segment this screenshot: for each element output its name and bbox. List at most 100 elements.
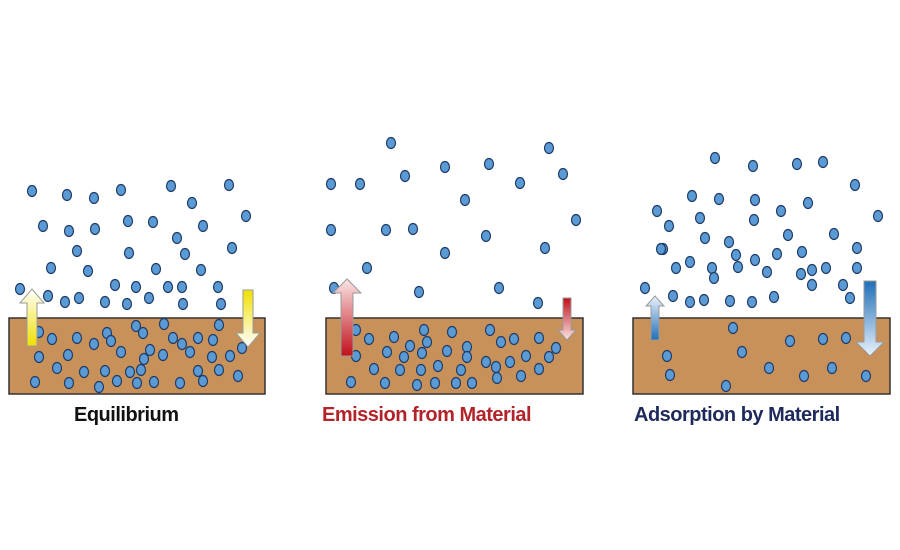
molecule <box>115 345 127 359</box>
molecule <box>174 376 186 390</box>
molecule <box>851 261 863 275</box>
molecule <box>820 261 832 275</box>
molecule <box>45 261 57 275</box>
molecules <box>639 151 884 393</box>
molecule <box>699 231 711 245</box>
molecule <box>439 246 451 260</box>
molecule <box>42 289 54 303</box>
molecule <box>796 245 808 259</box>
molecule <box>379 376 391 390</box>
molecule <box>73 291 85 305</box>
molecule <box>490 360 502 374</box>
molecule <box>368 362 380 376</box>
molecule <box>746 295 758 309</box>
molecule <box>215 297 227 311</box>
molecule <box>817 332 829 346</box>
molecule <box>381 345 393 359</box>
molecule <box>484 323 496 337</box>
panel-equilibrium <box>8 178 266 395</box>
molecule <box>791 157 803 171</box>
molecule <box>747 159 759 173</box>
molecule <box>363 332 375 346</box>
molecule <box>99 364 111 378</box>
molecule <box>88 191 100 205</box>
molecule <box>749 253 761 267</box>
molecule <box>826 361 838 375</box>
molecule <box>557 167 569 181</box>
molecule <box>694 211 706 225</box>
molecule <box>504 355 516 369</box>
molecule <box>802 196 814 210</box>
molecule <box>723 235 735 249</box>
molecule <box>514 176 526 190</box>
molecule <box>667 289 679 303</box>
molecule <box>664 368 676 382</box>
molecule <box>82 264 94 278</box>
molecule <box>508 332 520 346</box>
adsorption-arrow-down <box>854 280 886 357</box>
adsorption-arrow-down <box>234 289 262 348</box>
molecule <box>798 369 810 383</box>
molecule <box>325 177 337 191</box>
molecule <box>89 222 101 236</box>
molecule <box>413 285 425 299</box>
molecule <box>415 363 427 377</box>
molecule <box>493 281 505 295</box>
molecule <box>515 369 527 383</box>
molecule <box>131 376 143 390</box>
molecule <box>709 151 721 165</box>
molecule <box>655 242 667 256</box>
molecule <box>844 291 856 305</box>
molecule <box>663 219 675 233</box>
molecule <box>483 157 495 171</box>
caption-adsorption: Adsorption by Material <box>634 404 840 426</box>
molecule <box>62 348 74 362</box>
molecule <box>837 278 849 292</box>
molecule <box>63 376 75 390</box>
molecule <box>775 204 787 218</box>
caption-emission: Emission from Material <box>322 404 532 426</box>
molecule <box>388 330 400 344</box>
molecule <box>51 361 63 375</box>
molecule <box>736 345 748 359</box>
molecule <box>713 192 725 206</box>
molecule <box>817 155 829 169</box>
molecule <box>670 261 682 275</box>
molecule <box>872 209 884 223</box>
molecule <box>385 136 397 150</box>
molecule <box>543 141 555 155</box>
molecule <box>59 295 71 309</box>
molecule <box>439 160 451 174</box>
molecule <box>78 365 90 379</box>
adsorption-arrow-down <box>556 297 578 341</box>
molecule <box>730 248 742 262</box>
molecule <box>732 260 744 274</box>
molecule <box>466 376 478 390</box>
molecule <box>135 363 147 377</box>
molecule <box>398 350 410 364</box>
molecule <box>137 326 149 340</box>
molecule <box>26 184 38 198</box>
molecule <box>197 374 209 388</box>
molecule <box>570 213 582 227</box>
molecule <box>345 375 357 389</box>
molecule <box>461 340 473 354</box>
molecule <box>432 359 444 373</box>
molecule <box>416 346 428 360</box>
molecule <box>179 247 191 261</box>
molecule <box>176 280 188 294</box>
molecule <box>761 265 773 279</box>
panel-emission <box>325 136 584 395</box>
molecule <box>795 267 807 281</box>
molecule <box>550 341 562 355</box>
molecule <box>840 331 852 345</box>
molecule <box>29 375 41 389</box>
material-block <box>632 317 891 395</box>
molecule <box>240 209 252 223</box>
molecule <box>724 294 736 308</box>
molecule <box>232 369 244 383</box>
molecule <box>123 246 135 260</box>
molecule <box>450 376 462 390</box>
molecule <box>411 378 423 392</box>
